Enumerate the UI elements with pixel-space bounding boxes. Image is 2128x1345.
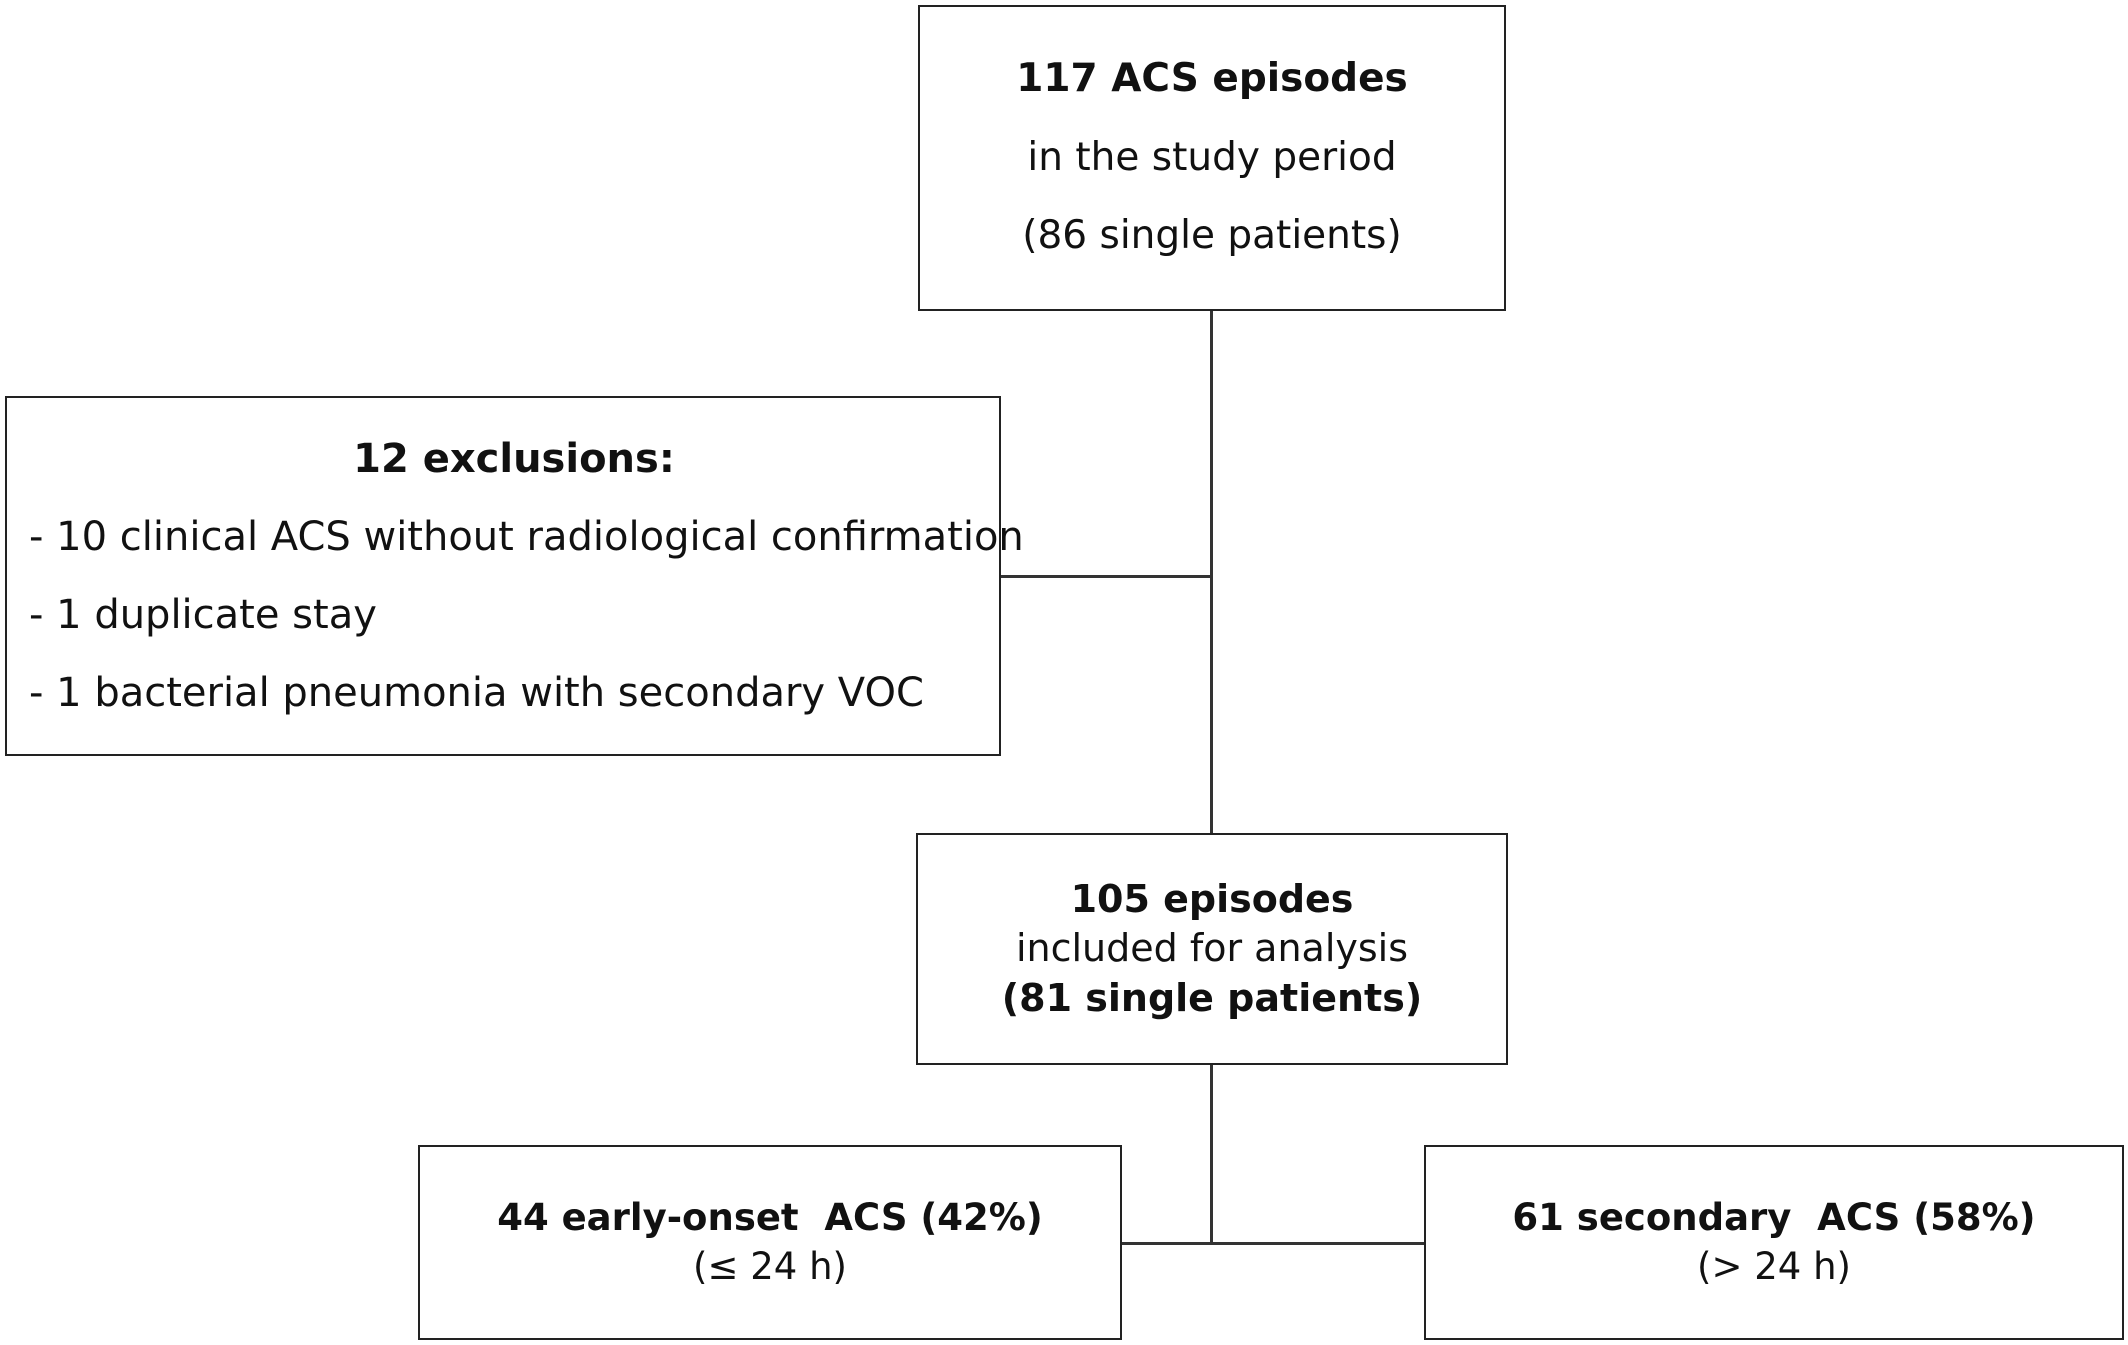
secondary-timing: (> 24 h) — [1697, 1244, 1851, 1288]
connector-mid-down — [1210, 1065, 1213, 1245]
included-episodes-count: 105 episodes — [1070, 876, 1354, 921]
total-episodes-patients: (86 single patients) — [1022, 213, 1402, 259]
exclusion-item-pneumonia: - 1 bacterial pneumonia with secondary V… — [29, 670, 924, 716]
early-onset-label: 44 early-onset ACS (42%) — [497, 1196, 1043, 1240]
exclusion-item-duplicate: - 1 duplicate stay — [29, 592, 377, 638]
secondary-label: 61 secondary ACS (58%) — [1512, 1196, 2036, 1240]
box-early-onset: 44 early-onset ACS (42%) (≤ 24 h) — [418, 1145, 1122, 1340]
box-exclusions: 12 exclusions: - 10 clinical ACS without… — [5, 396, 1024, 756]
box-total-episodes: 117 ACS episodes in the study period (86… — [918, 5, 1506, 311]
connector-top-to-mid — [1210, 311, 1213, 833]
exclusion-item-radiological: - 10 clinical ACS without radiological c… — [29, 514, 1024, 560]
early-onset-timing: (≤ 24 h) — [693, 1244, 847, 1288]
box-secondary: 61 secondary ACS (58%) (> 24 h) — [1424, 1145, 2124, 1340]
total-episodes-count: 117 ACS episodes — [1016, 55, 1408, 101]
total-episodes-period: in the study period — [1027, 134, 1397, 180]
connector-exclusions — [1001, 575, 1212, 578]
connector-split — [1122, 1242, 1424, 1245]
included-episodes-analysis: included for analysis — [1015, 926, 1409, 971]
box-included-episodes: 105 episodes included for analysis (81 s… — [916, 833, 1508, 1065]
exclusions-title: 12 exclusions: — [353, 436, 675, 482]
included-episodes-patients: (81 single patients) — [1001, 975, 1423, 1020]
